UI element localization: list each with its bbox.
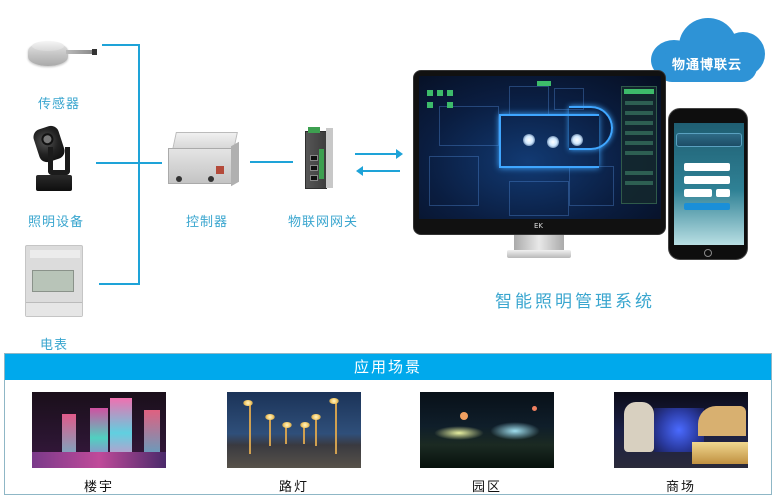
gateway-label: 物联网网关 <box>288 215 359 230</box>
scenario-label: 商场 <box>665 480 696 495</box>
username-field <box>684 163 730 171</box>
lighting-label: 照明设备 <box>28 215 85 230</box>
connector-bus-vertical <box>138 44 140 284</box>
scenario-label: 园区 <box>471 480 502 495</box>
shopping-mall-image <box>614 392 748 468</box>
captcha-field <box>684 189 712 197</box>
home-button <box>704 249 712 257</box>
street-lamps-image <box>227 392 361 468</box>
connector-lighting <box>96 162 162 164</box>
industrial-park-image <box>420 392 554 468</box>
scenarios-header: 应用场景 <box>5 354 771 380</box>
meter-label: 电表 <box>40 338 69 353</box>
connector-sensor <box>102 44 140 46</box>
load-cell-sensor-icon <box>28 38 98 68</box>
scenario-street: 路灯 <box>227 392 361 495</box>
connector-meter <box>99 283 140 285</box>
building-night-image <box>32 392 166 468</box>
moving-head-light-icon <box>31 123 74 195</box>
system-title: 智能照明管理系统 <box>495 292 655 312</box>
phone-login-screen <box>674 123 744 245</box>
password-field <box>684 176 730 184</box>
connector-controller-gateway <box>250 161 293 163</box>
arrow-to-system-icon <box>355 149 403 159</box>
scenario-building: 楼宇 <box>32 392 166 495</box>
controller-label: 控制器 <box>186 215 229 230</box>
app-title-bar <box>676 133 742 147</box>
arrow-from-system-icon <box>356 166 400 176</box>
application-scenarios: 应用场景 楼宇 路灯 园区 <box>4 353 772 495</box>
scenario-mall: 商场 <box>614 392 748 495</box>
scenario-label: 楼宇 <box>83 480 114 495</box>
electric-meter-icon <box>25 245 83 317</box>
side-panel <box>621 86 657 204</box>
sensor-label: 传感器 <box>38 97 81 112</box>
cloud-label: 物通博联云 <box>671 58 742 73</box>
scenario-park: 园区 <box>420 392 554 495</box>
monitor-brand: EK <box>534 222 544 230</box>
login-button <box>684 203 730 210</box>
captcha-image <box>716 189 730 197</box>
controller-module-icon <box>168 132 240 188</box>
scenario-label: 路灯 <box>278 480 309 495</box>
monitor-base <box>507 250 571 258</box>
iot-gateway-icon <box>305 125 333 189</box>
cloud-icon: 物通博联云 <box>645 12 769 84</box>
monitor-stand <box>514 235 564 251</box>
monitor-dashboard: EK <box>413 70 666 235</box>
mobile-phone <box>668 108 748 260</box>
3d-map-view <box>419 76 661 219</box>
